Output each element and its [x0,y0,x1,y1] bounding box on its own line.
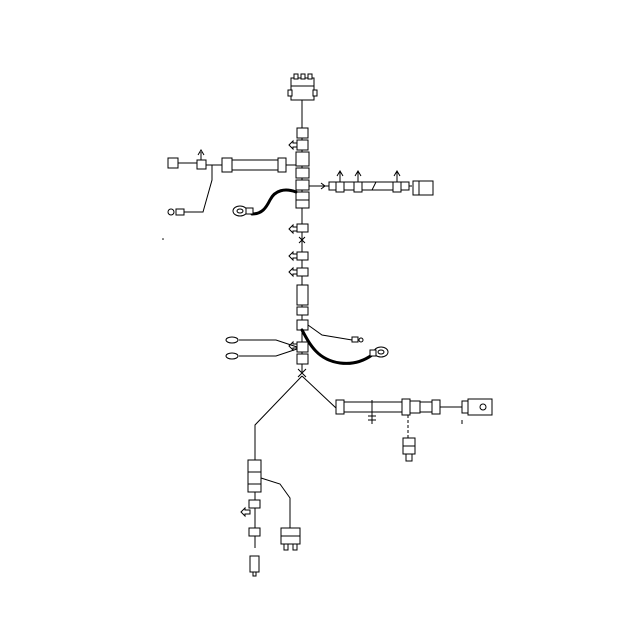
left-spade-terminals [225,336,298,360]
upper-ground-wire [232,188,298,217]
drop-connector [402,437,416,462]
stray-mark [162,238,164,240]
main-trunk [295,100,310,378]
left-branch-terminal [167,208,185,216]
right-lower-branch [335,398,493,462]
lower-split [254,375,337,460]
trunk-arrow-tags [288,139,298,352]
right-lower-connector [461,398,493,424]
left-branch-connector [167,157,179,169]
right-branch-connector [412,180,434,196]
side-spade-terminal-2 [225,352,239,360]
ground-ring-terminal-lower [369,346,389,358]
ground-ring-terminal-upper [232,205,254,217]
main-connector-top [287,73,318,101]
side-wire-right [307,324,364,343]
left-lower-branch [240,459,301,577]
lower-ground-wire [300,328,389,365]
left-upper-branch [167,149,296,216]
bottom-connector [280,527,301,551]
bottom-terminal [249,555,260,577]
side-spade-terminal-1 [225,336,239,344]
right-upper-branch [309,170,434,196]
